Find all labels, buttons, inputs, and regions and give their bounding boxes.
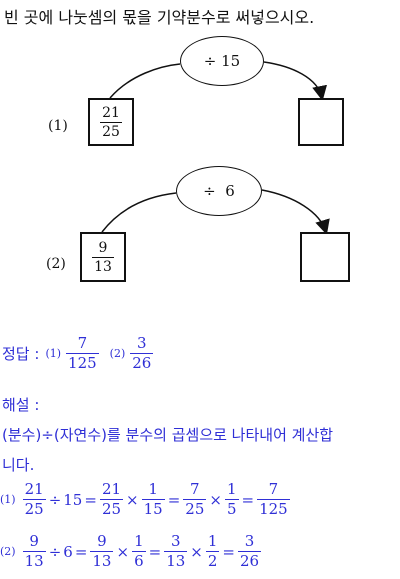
start-fraction-2: 9 13 — [92, 239, 114, 275]
answer-fraction-2: 3 26 — [130, 334, 154, 372]
operator-oval-1: ÷ 15 — [180, 36, 264, 86]
explanation-line-1: (분수)÷(자연수)를 분수의 곱셈으로 나타내어 계산합 — [2, 426, 334, 444]
eq2-div: ÷ — [48, 542, 62, 561]
problem-1-label: (1) — [48, 118, 68, 134]
eq1-label: (1) — [0, 493, 16, 506]
eq2-label: (2) — [0, 545, 16, 558]
eq1-div: ÷ — [48, 490, 62, 509]
arrow-path-2b — [261, 189, 330, 235]
diagram-arrows — [101, 61, 330, 235]
problem-2-label: (2) — [46, 256, 66, 272]
answer-box-2[interactable] — [300, 232, 350, 282]
eq2-eq1: = — [74, 542, 88, 561]
answer-section: 정답 : (1) 7 125 (2) 3 26 — [2, 336, 154, 371]
start-box-1: 21 25 — [88, 98, 134, 146]
arrow-path-1 — [109, 63, 181, 99]
explanation-title: 해설 : — [2, 396, 40, 414]
eq2-eq3: = — [222, 542, 235, 561]
eq1-times2: × — [209, 490, 222, 509]
operator-text-2: ÷ 6 — [203, 182, 235, 200]
eq2-times2: × — [190, 542, 203, 561]
arrow-path-2 — [101, 192, 177, 233]
operator-oval-2: ÷ 6 — [176, 166, 262, 216]
answer-label-2: (2) — [109, 347, 126, 360]
eq1-eq2: = — [167, 490, 181, 509]
explanation-line-2: 니다. — [2, 456, 35, 474]
start-fraction-1: 21 25 — [100, 104, 122, 140]
answer-fraction-1: 7 125 — [66, 334, 99, 372]
eq1-eq3: = — [241, 490, 255, 509]
answer-title: 정답 : — [2, 345, 40, 363]
answer-box-1[interactable] — [298, 98, 344, 146]
answer-label-1: (1) — [45, 347, 62, 360]
question-text: 빈 곳에 나눗셈의 몫을 기약분수로 써넣으시오. — [4, 8, 315, 27]
arrow-path-1b — [263, 61, 327, 101]
eq1-times1: × — [126, 490, 139, 509]
operator-text-1: ÷ 15 — [203, 52, 241, 70]
eq1-eq1: = — [84, 490, 97, 509]
eq1-whole: 15 — [63, 490, 83, 509]
eq2-times1: × — [116, 542, 130, 561]
eq2-whole: 6 — [63, 542, 73, 561]
start-box-2: 9 13 — [80, 232, 126, 282]
eq2-eq2: = — [148, 542, 162, 561]
